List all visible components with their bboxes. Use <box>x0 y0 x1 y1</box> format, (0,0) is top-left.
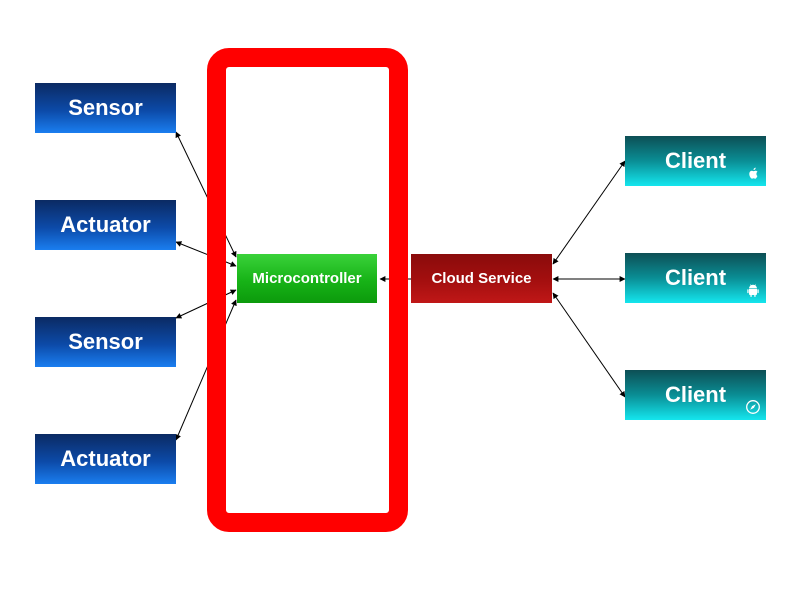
edge-sensor-1-microcontroller <box>175 131 237 258</box>
client-ios-node[interactable]: Client <box>625 136 766 186</box>
actuator-2-label: Actuator <box>60 446 151 471</box>
highlight-frame <box>207 48 408 532</box>
edge-cloud-service-client-web <box>552 292 626 398</box>
client-web-node[interactable]: Client <box>625 370 766 420</box>
actuator-2-node[interactable]: Actuator <box>35 434 176 484</box>
cloud-service-node[interactable]: Cloud Service <box>411 254 552 303</box>
sensor-2-node[interactable]: Sensor <box>35 317 176 367</box>
edge-actuator-1-microcontroller <box>175 241 237 267</box>
edge-actuator-2-microcontroller <box>175 299 237 441</box>
client-android-node[interactable]: Client <box>625 253 766 303</box>
microcontroller-label: Microcontroller <box>252 270 362 287</box>
actuator-1-label: Actuator <box>60 212 151 237</box>
sensor-1-node[interactable]: Sensor <box>35 83 176 133</box>
actuator-1-node[interactable]: Actuator <box>35 200 176 250</box>
sensor-2-label: Sensor <box>68 329 143 354</box>
client-web-label: Client <box>664 382 727 407</box>
edge-cloud-service-client-ios <box>552 160 626 265</box>
sensor-1-label: Sensor <box>68 95 143 120</box>
cloud-service-label: Cloud Service <box>431 270 532 287</box>
compass-icon <box>746 400 760 414</box>
microcontroller-node[interactable]: Microcontroller <box>237 254 377 303</box>
apple-icon <box>749 167 758 179</box>
client-ios-label: Client <box>664 148 727 173</box>
client-android-label: Client <box>664 265 727 290</box>
android-icon <box>747 284 759 297</box>
